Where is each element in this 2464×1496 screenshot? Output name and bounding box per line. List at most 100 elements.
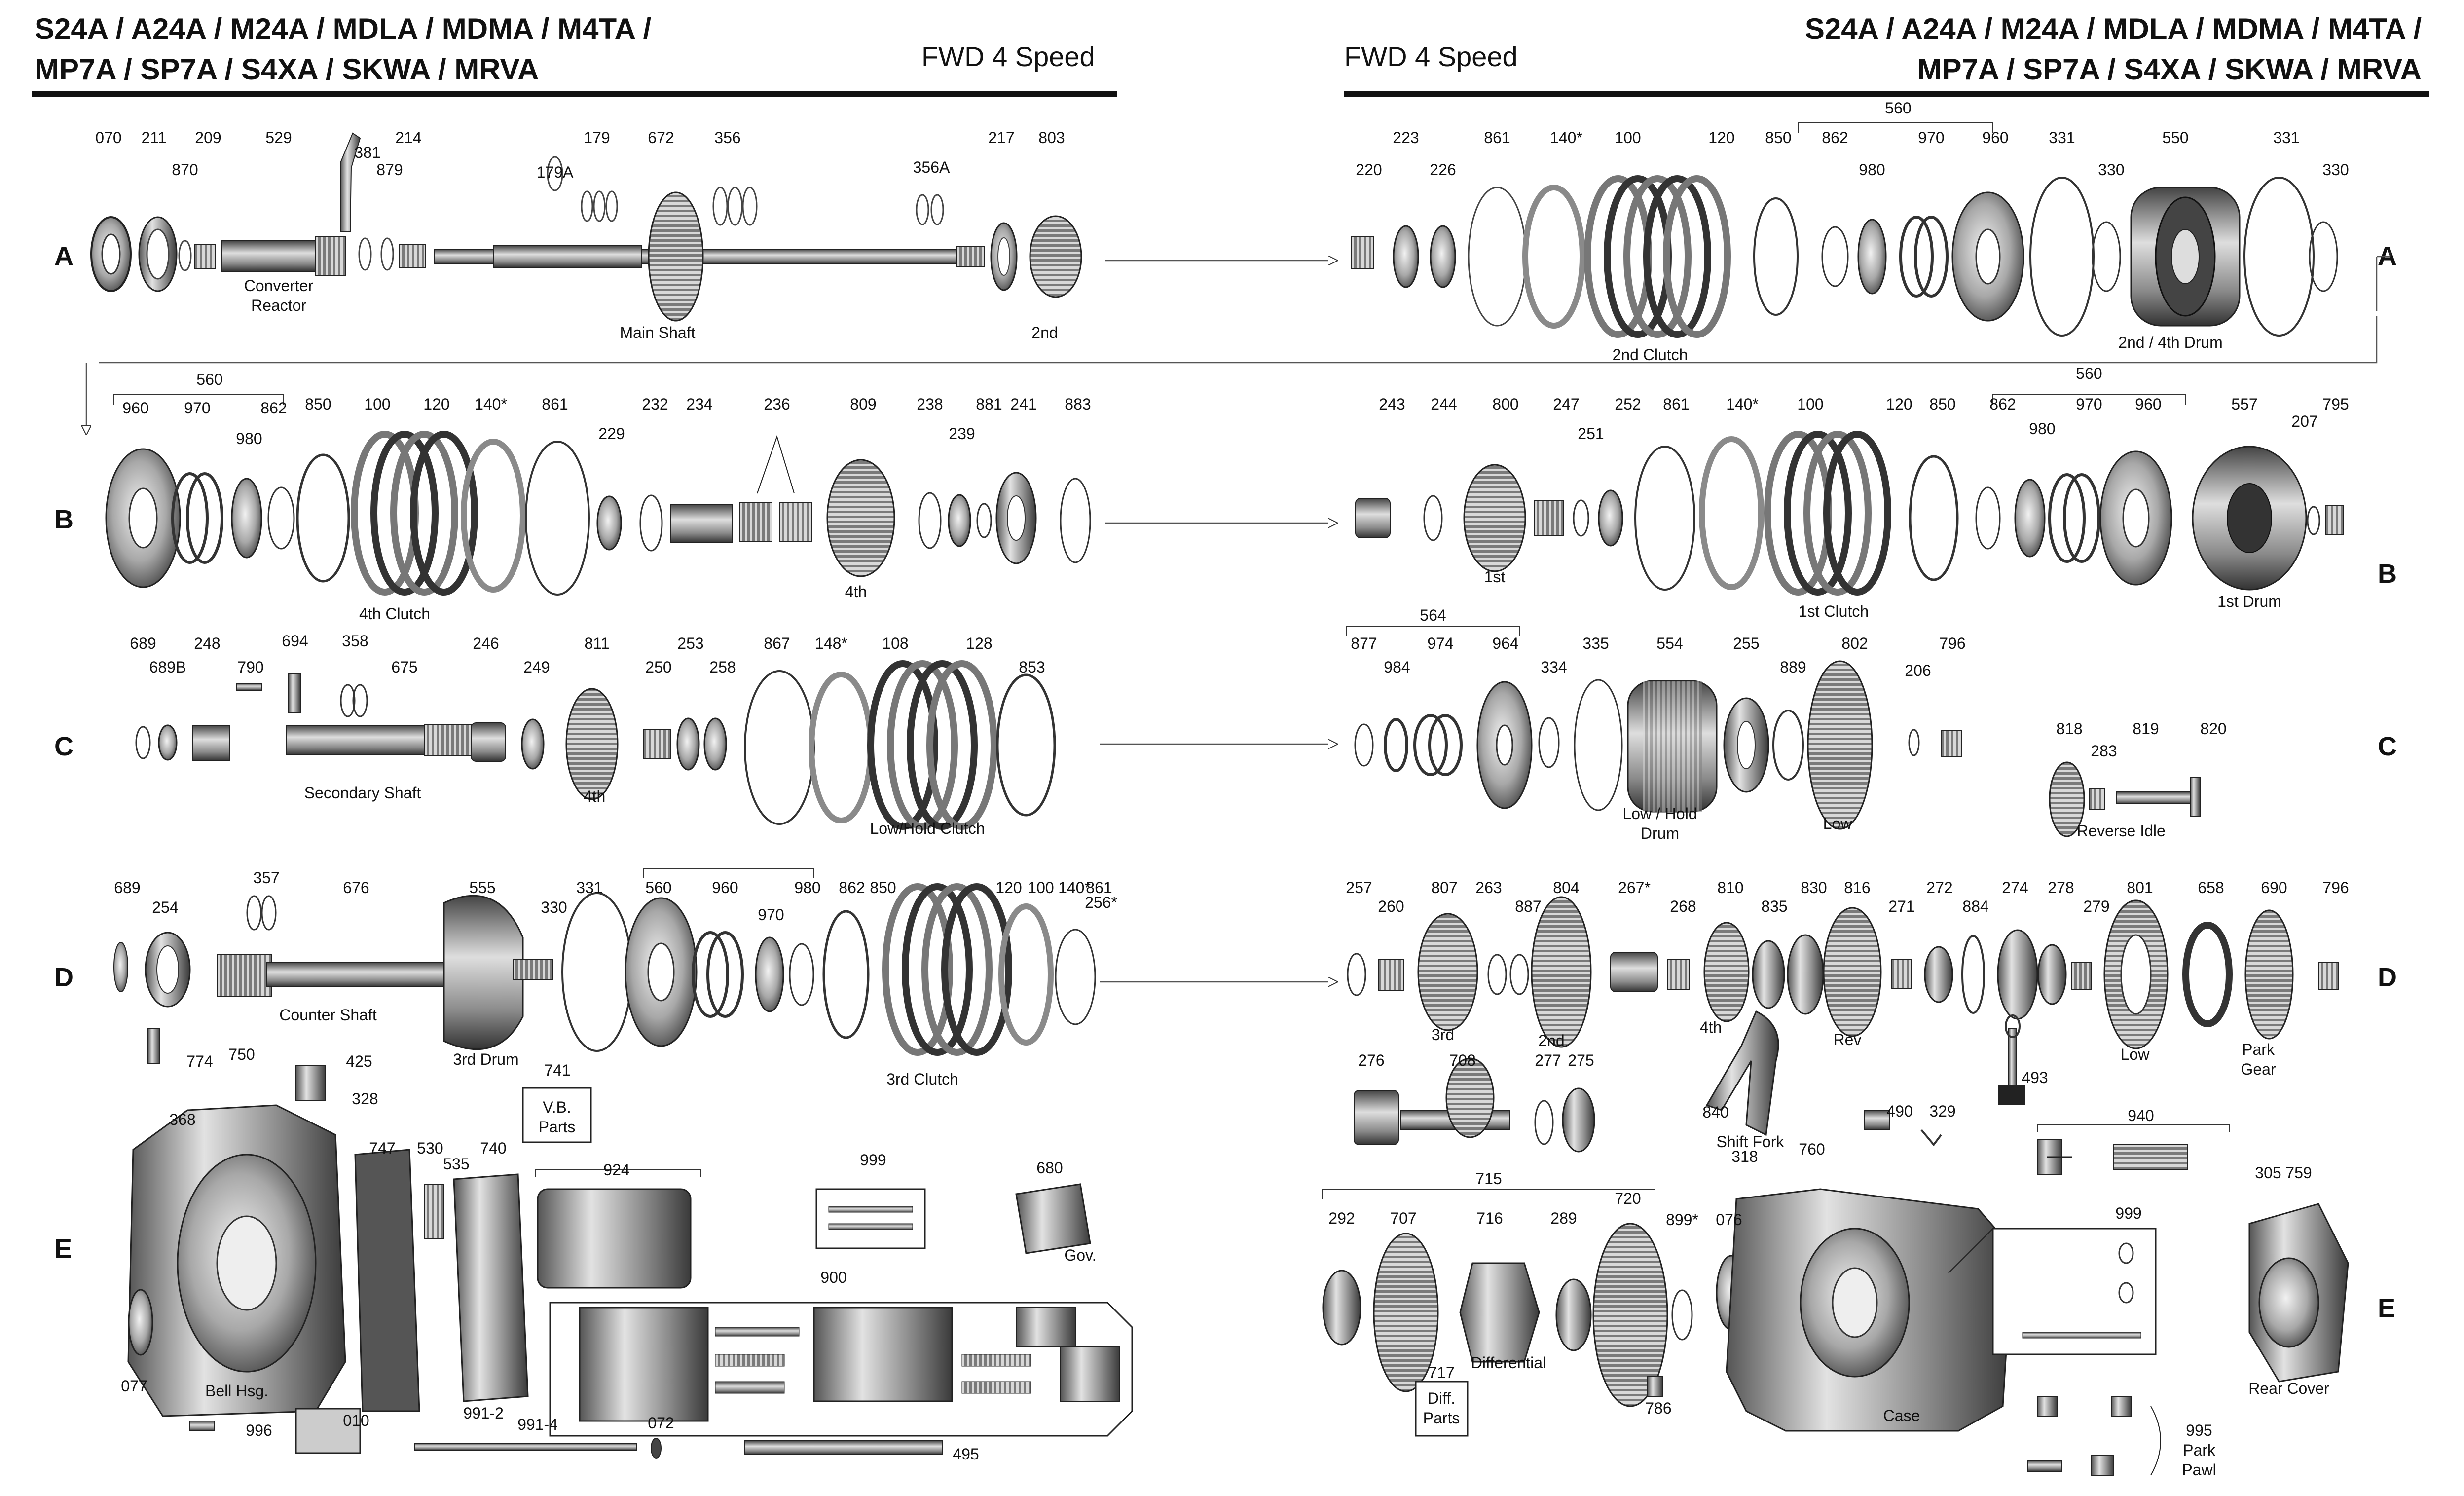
part-number-a-left: 209 bbox=[195, 129, 221, 147]
part-number-e-left: 368 bbox=[169, 1111, 195, 1128]
row-d-left-parts bbox=[113, 868, 1096, 1056]
part-number-d-left: 120 bbox=[995, 879, 1022, 897]
part-number-d-right: 490 bbox=[1886, 1102, 1912, 1120]
caption-fourth-clutch: 4th Clutch bbox=[359, 605, 430, 623]
part-number-d-left: 100 bbox=[1028, 879, 1054, 897]
part-number-e-left: 535 bbox=[443, 1155, 469, 1173]
part-number-b-left: 120 bbox=[423, 395, 449, 413]
part-number-d-left: 254 bbox=[152, 898, 178, 916]
caption-reverse-idle: Reverse Idle bbox=[2077, 822, 2166, 840]
caption-vb-parts-2: Parts bbox=[539, 1118, 576, 1136]
part-number-a-left: 381 bbox=[354, 144, 380, 161]
part-number-b-left: 850 bbox=[305, 395, 331, 413]
part-number-a-right: 140* bbox=[1550, 129, 1582, 147]
row-letter-c-left: C bbox=[54, 732, 74, 761]
part-number-d-right: 708 bbox=[1449, 1051, 1475, 1069]
part-number-d-left: 560 bbox=[645, 879, 671, 897]
part-number-b-left: 560 bbox=[196, 371, 222, 388]
part-number-a-right: 970 bbox=[1918, 129, 1944, 147]
caption-park-gear-2: Gear bbox=[2241, 1060, 2276, 1078]
part-number-a-right: 980 bbox=[1859, 161, 1885, 179]
part-number-b-left: 239 bbox=[949, 425, 975, 443]
part-number-d-left: 689 bbox=[114, 879, 140, 897]
part-number-a-right: 223 bbox=[1393, 129, 1419, 147]
caption-differential: Differential bbox=[1471, 1354, 1546, 1372]
caption-vb-parts-1: V.B. bbox=[543, 1098, 571, 1116]
part-number-d-right: 835 bbox=[1761, 898, 1787, 915]
part-number-e-left: 774 bbox=[186, 1052, 213, 1070]
part-number-a-right: 100 bbox=[1615, 129, 1641, 147]
part-number-e-right: 899* bbox=[1666, 1211, 1698, 1229]
part-number-d-left: 861 bbox=[1086, 879, 1112, 897]
part-number-b-right: 251 bbox=[1578, 425, 1604, 443]
part-number-d-left: 960 bbox=[712, 879, 738, 897]
row-letter-a-left: A bbox=[54, 241, 74, 271]
part-number-b-right: 850 bbox=[1929, 395, 1955, 413]
part-number-e-left: 747 bbox=[369, 1139, 395, 1157]
right-subtitle: FWD 4 Speed bbox=[1344, 41, 1518, 72]
part-number-c-left: 258 bbox=[709, 658, 736, 676]
part-number-e-right: 717 bbox=[1428, 1364, 1454, 1382]
part-number-d-right: 260 bbox=[1378, 898, 1404, 915]
part-number-a-right: 862 bbox=[1822, 129, 1848, 147]
part-number-e-right: 292 bbox=[1328, 1209, 1355, 1227]
row-b-left-parts bbox=[105, 394, 1091, 596]
caption-fourth-d: 4th bbox=[1700, 1018, 1722, 1036]
caption-first-drum: 1st Drum bbox=[2217, 593, 2281, 610]
part-number-d-right: 268 bbox=[1670, 898, 1696, 915]
row-letter-c-right: C bbox=[2378, 732, 2397, 761]
part-number-c-left: 108 bbox=[882, 635, 908, 652]
part-number-e-left: 495 bbox=[953, 1445, 979, 1463]
part-number-b-right: 862 bbox=[1989, 395, 2016, 413]
left-header-rule bbox=[32, 91, 1117, 97]
part-number-d-right: 278 bbox=[2048, 879, 2074, 897]
part-number-a-right: 120 bbox=[1708, 129, 1734, 147]
part-number-b-right: 100 bbox=[1797, 395, 1823, 413]
part-number-e-left: 991-2 bbox=[463, 1404, 504, 1422]
part-number-a-left: 070 bbox=[95, 129, 121, 147]
part-number-e-left: 072 bbox=[648, 1414, 674, 1432]
part-number-c-left: 867 bbox=[764, 635, 790, 652]
part-number-d-right: 807 bbox=[1431, 879, 1457, 897]
caption-rear-cover: Rear Cover bbox=[2248, 1380, 2329, 1397]
part-number-d-right: 271 bbox=[1888, 898, 1914, 915]
caption-low-d: Low bbox=[2121, 1046, 2150, 1063]
part-number-b-right: 980 bbox=[2029, 420, 2055, 438]
part-number-c-right: 335 bbox=[1582, 635, 1609, 652]
part-number-b-left: 970 bbox=[184, 399, 210, 417]
part-number-d-left: 862 bbox=[839, 879, 865, 897]
part-number-a-left: 179 bbox=[584, 129, 610, 147]
caption-counter-shaft: Counter Shaft bbox=[279, 1006, 377, 1024]
part-number-b-left: 241 bbox=[1010, 395, 1036, 413]
part-number-e-left: 077 bbox=[121, 1377, 147, 1395]
part-number-a-right: 330 bbox=[2322, 161, 2349, 179]
part-number-e-left: 680 bbox=[1036, 1159, 1063, 1177]
caption-second-clutch: 2nd Clutch bbox=[1613, 346, 1688, 364]
part-number-b-right: 960 bbox=[2135, 395, 2161, 413]
part-number-e-right: 076 bbox=[1716, 1211, 1742, 1229]
part-number-c-right: 554 bbox=[1656, 635, 1683, 652]
part-number-c-left: 689B bbox=[149, 658, 186, 676]
row-e-left-parts bbox=[127, 1028, 1133, 1459]
part-number-d-right: 801 bbox=[2127, 879, 2153, 897]
part-number-a-right: 850 bbox=[1765, 129, 1791, 147]
left-subtitle: FWD 4 Speed bbox=[921, 41, 1095, 72]
part-number-a-right: 226 bbox=[1430, 161, 1456, 179]
part-number-d-left: 140* bbox=[1058, 879, 1091, 897]
part-number-c-right: 334 bbox=[1541, 658, 1567, 676]
caption-low-hold-drum-2: Drum bbox=[1641, 824, 1679, 842]
row-letter-d-right: D bbox=[2378, 963, 2397, 992]
part-number-e-left: 328 bbox=[352, 1090, 378, 1108]
part-number-b-right: 140* bbox=[1726, 395, 1759, 413]
part-number-e-right: 786 bbox=[1645, 1399, 1671, 1417]
part-number-c-left: 250 bbox=[645, 658, 671, 676]
part-number-e-left: 996 bbox=[246, 1421, 272, 1439]
row-a-left-parts bbox=[90, 132, 1082, 322]
caption-diff-parts-2: Parts bbox=[1423, 1409, 1460, 1427]
part-number-a-right: 220 bbox=[1356, 161, 1382, 179]
caption-first: 1st bbox=[1484, 568, 1506, 586]
right-title-line2: MP7A / SP7A / S4XA / SKWA / MRVA bbox=[1917, 53, 2422, 86]
part-number-c-right: 984 bbox=[1384, 658, 1410, 676]
row-letter-d-left: D bbox=[54, 963, 74, 992]
